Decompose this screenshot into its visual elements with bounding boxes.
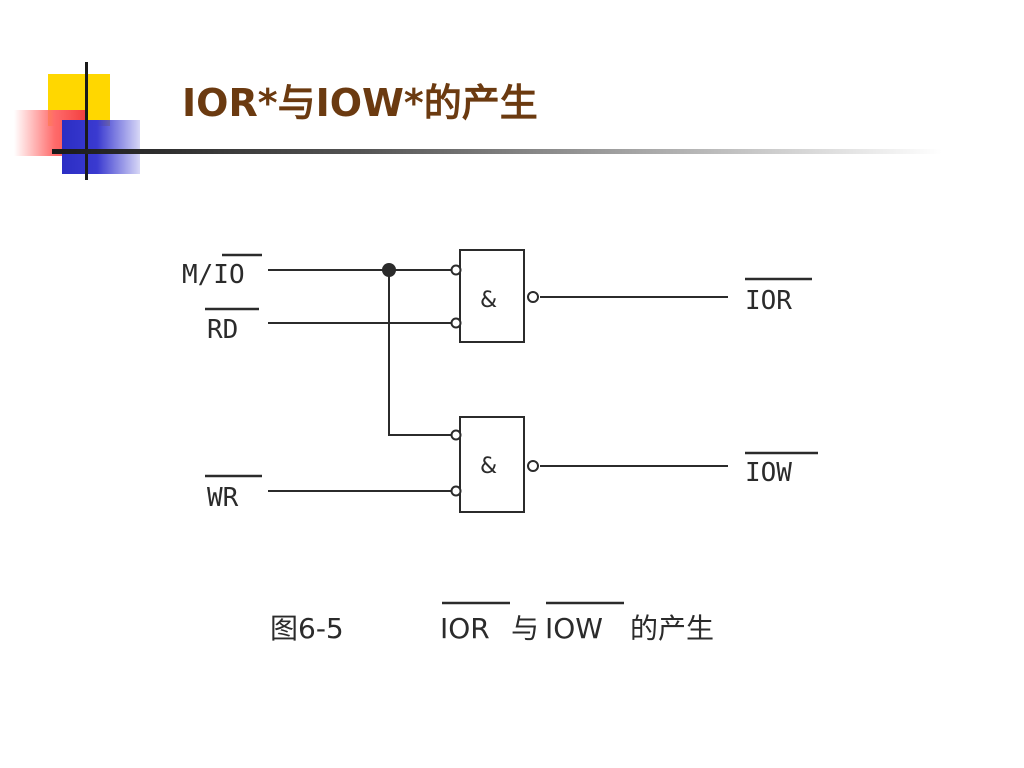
gate-2-symbol: & [480,454,497,479]
and-gate-1 [459,249,525,343]
wire-mio-branch [388,270,452,436]
label-rd: RD [207,315,238,345]
and-gate-2 [459,416,525,513]
wires [268,269,728,492]
decor-vertical-line [85,62,88,180]
inversion-bubble [450,264,462,276]
inversion-bubble [527,460,539,472]
inversion-bubble [450,429,462,441]
caption-yu: 与 [511,612,539,645]
inversion-bubble [450,317,462,329]
gate-1-symbol: & [480,288,497,313]
label-wr: WR [207,483,239,513]
decor-blue-square [62,120,140,174]
junction-dot [382,263,396,277]
label-iow: IOW [745,458,792,488]
caption-figure-number: 图6-5 [270,612,344,645]
caption-iow: IOW [545,612,603,645]
title-underline [52,149,942,154]
label-mio: M/IO [182,260,245,290]
inversion-bubble [450,485,462,497]
inversion-bubble [527,291,539,303]
caption-ior: IOR [440,612,490,645]
caption-tail: 的产生 [630,612,714,645]
slide-title: IOR*与IOW*的产生 [182,81,538,125]
label-ior: IOR [745,286,792,316]
